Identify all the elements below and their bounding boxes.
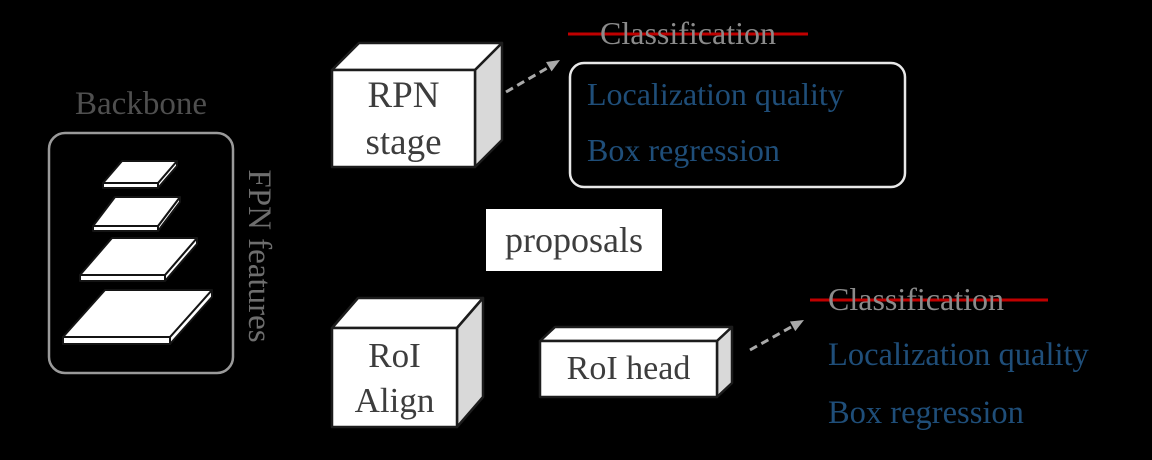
fpn-layer-2 <box>92 196 181 232</box>
roi-align-line1: RoI <box>368 335 421 375</box>
roi-localization-quality-label: Localization quality <box>828 337 1089 373</box>
roi-classification-label: Classification <box>828 281 1004 317</box>
rpn-box-regression-label: Box regression <box>587 132 780 168</box>
fpn-layer-4 <box>62 289 213 345</box>
rpn-outputs-box <box>568 61 907 189</box>
fpn-features-label: FPN features <box>241 169 277 343</box>
proposals-box <box>486 209 662 271</box>
roi-align-label: RoI Align <box>332 328 457 427</box>
roi-align-line2: Align <box>354 380 435 420</box>
fpn-layer-1 <box>102 160 178 189</box>
proposals-label: proposals <box>505 220 643 260</box>
fpn-layer-3 <box>79 237 198 282</box>
backbone-label: Backbone <box>75 86 207 122</box>
rpn-stage-3d-box <box>330 41 504 169</box>
arrow-roihead-to-outputs <box>749 320 804 352</box>
roi-box-regression-label: Box regression <box>828 395 1024 431</box>
arrow-rpn-to-outputs <box>505 60 560 94</box>
rpn-stage-label: RPN stage <box>332 70 475 167</box>
roi-head-label: RoI head <box>566 350 691 387</box>
rpn-stage-line2: stage <box>365 121 442 163</box>
backbone-container-box <box>47 131 235 375</box>
roi-align-3d-box <box>330 296 485 429</box>
rpn-localization-quality-label: Localization quality <box>587 76 844 112</box>
roi-head-3d-box <box>538 325 734 399</box>
rpn-classification-label: Classification <box>600 15 776 51</box>
rpn-stage-line1: RPN <box>367 74 440 116</box>
